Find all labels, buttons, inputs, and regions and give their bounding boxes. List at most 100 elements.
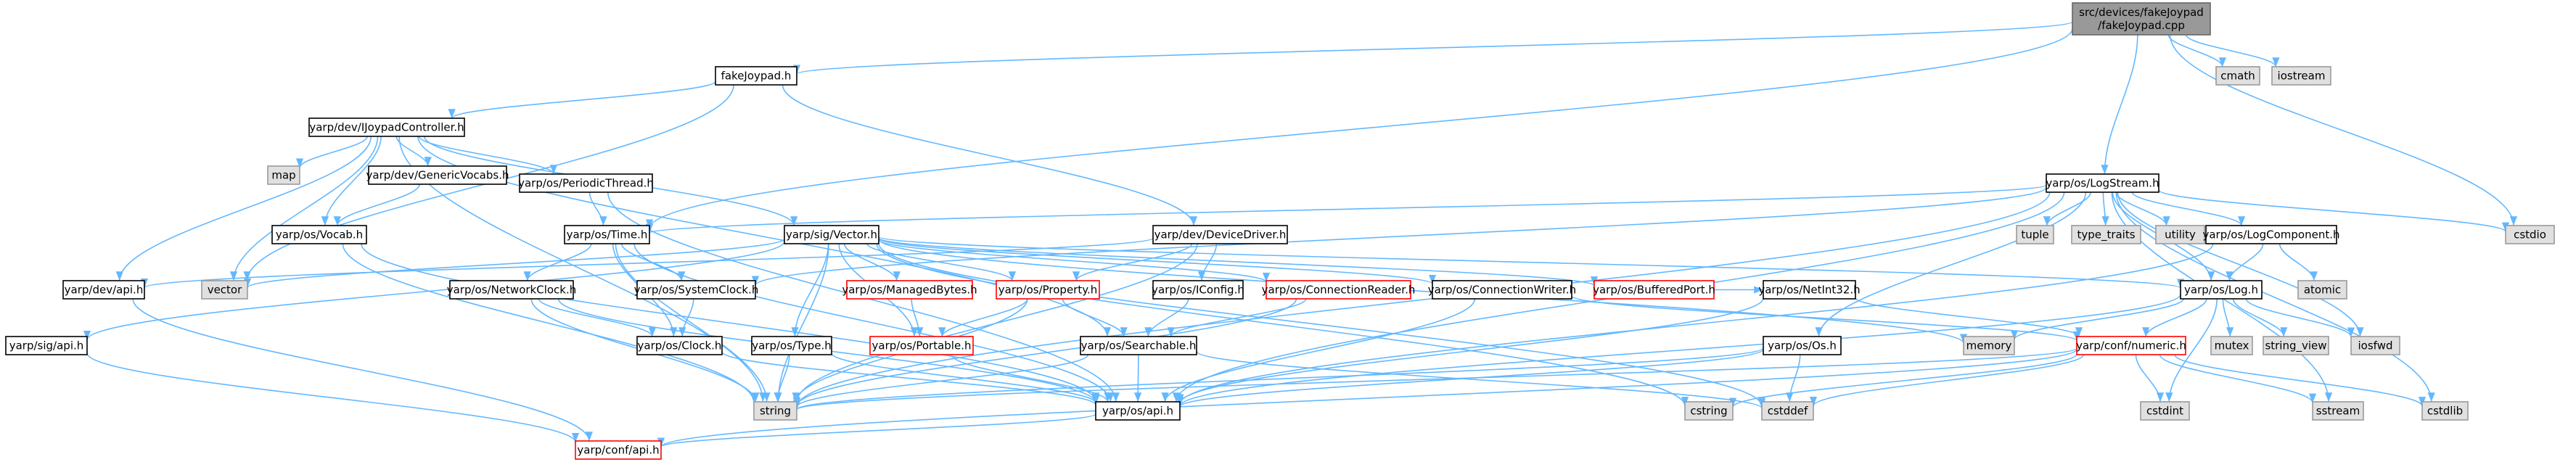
- node-box-cstdio: [2505, 225, 2555, 244]
- node-label-Type: yarp/os/Type.h: [752, 339, 832, 352]
- edge-sigVector-to-sigApi: [83, 241, 785, 340]
- node-box-vector: [201, 280, 248, 300]
- node-box-tuple: [2016, 225, 2054, 244]
- node-LogComponent[interactable]: yarp/os/LogComponent.h: [2202, 225, 2340, 244]
- node-osApi[interactable]: yarp/os/api.h: [1095, 401, 1181, 421]
- node-memory[interactable]: memory: [1963, 336, 2015, 355]
- node-DeviceDriver[interactable]: yarp/dev/DeviceDriver.h: [1152, 225, 1288, 244]
- node-label-Searchable: yarp/os/Searchable.h: [1081, 339, 1197, 352]
- edge-numeric-to-cstdlib: [2174, 354, 2426, 407]
- node-numeric[interactable]: yarp/conf/numeric.h: [2076, 336, 2186, 355]
- nodes-layer: src/devices/fakeJoypad/fakeJoypad.cpp fak…: [5, 2, 2555, 460]
- node-box-numeric: [2076, 336, 2186, 355]
- node-label-type_traits: type_traits: [2077, 228, 2135, 242]
- node-box-Clock: [636, 336, 723, 355]
- edge-NetworkClock-to-Clock: [538, 298, 656, 337]
- node-Log[interactable]: yarp/os/Log.h: [2180, 280, 2263, 300]
- node-GenericVocabs[interactable]: yarp/dev/GenericVocabs.h: [366, 165, 509, 185]
- node-tuple[interactable]: tuple: [2016, 225, 2054, 244]
- node-utility[interactable]: utility: [2155, 225, 2205, 244]
- node-label-IJoypadController: yarp/dev/IJoypadController.h: [309, 121, 464, 134]
- edge-fakeJoypad_h-to-DeviceDriver: [782, 84, 1198, 226]
- node-cstdio[interactable]: cstdio: [2505, 225, 2555, 244]
- node-cstring[interactable]: cstring: [1684, 401, 1734, 421]
- node-Searchable[interactable]: yarp/os/Searchable.h: [1080, 336, 1197, 355]
- node-Time[interactable]: yarp/os/Time.h: [564, 225, 650, 244]
- node-ManagedBytes[interactable]: yarp/os/ManagedBytes.h: [842, 280, 977, 300]
- node-box-atomic: [2297, 280, 2347, 300]
- node-BufferedPort[interactable]: yarp/os/BufferedPort.h: [1593, 280, 1715, 300]
- node-LogStream[interactable]: yarp/os/LogStream.h: [2046, 173, 2159, 193]
- node-NetInt32[interactable]: yarp/os/NetInt32.h: [1758, 280, 1861, 300]
- edge-LogStream-to-LogComponent: [2131, 191, 2246, 226]
- node-IJoypadController[interactable]: yarp/dev/IJoypadController.h: [308, 117, 465, 137]
- node-fakeJoypad_h[interactable]: fakeJoypad.h: [715, 66, 797, 86]
- edge-Portable-to-osApi: [951, 354, 1112, 403]
- node-Clock[interactable]: yarp/os/Clock.h: [636, 336, 723, 355]
- node-label-devApi: yarp/dev/api.h: [65, 284, 144, 297]
- node-box-cmath: [2215, 66, 2260, 86]
- node-box-osApi: [1095, 401, 1181, 421]
- node-iostream[interactable]: iostream: [2271, 66, 2331, 86]
- node-mutex[interactable]: mutex: [2210, 336, 2253, 355]
- node-label-osApi: yarp/os/api.h: [1102, 405, 1173, 418]
- node-map[interactable]: map: [267, 165, 300, 185]
- edge-sigVector-to-cstddef: [878, 243, 1765, 407]
- node-label-iosfwd: iosfwd: [2358, 339, 2393, 352]
- node-Property[interactable]: yarp/os/Property.h: [996, 280, 1100, 300]
- node-iosfwd[interactable]: iosfwd: [2350, 336, 2400, 355]
- node-box-cstring: [1684, 401, 1734, 421]
- node-IConfig[interactable]: yarp/os/IConfig.h: [1152, 280, 1244, 300]
- node-box-IConfig: [1152, 280, 1244, 300]
- edge-IJoypadController-to-GenericVocabs: [395, 136, 432, 167]
- node-atomic[interactable]: atomic: [2297, 280, 2347, 300]
- edge-sigVector-to-ConnectionWriter: [878, 238, 1436, 285]
- edge-Time-to-NetworkClock: [523, 243, 592, 281]
- edge-PeriodicThread-to-Time: [588, 191, 607, 226]
- edge-sigVector-to-string: [774, 243, 829, 403]
- edge-Time-to-osApi: [633, 243, 1115, 403]
- edge-LogStream-to-iosfwd: [2117, 191, 2364, 337]
- node-Portable[interactable]: yarp/os/Portable.h: [869, 336, 974, 355]
- node-type_traits[interactable]: type_traits: [2071, 225, 2141, 244]
- node-cstddef[interactable]: cstddef: [1761, 401, 1814, 421]
- node-Os[interactable]: yarp/os/Os.h: [1763, 336, 1842, 355]
- node-box-Os: [1763, 336, 1842, 355]
- node-label-Clock: yarp/os/Clock.h: [638, 339, 722, 352]
- node-sigApi[interactable]: yarp/sig/api.h: [5, 336, 88, 355]
- edge-LogComponent-to-osApi: [1176, 243, 2214, 405]
- node-label-LogStream: yarp/os/LogStream.h: [2046, 177, 2159, 190]
- node-Type[interactable]: yarp/os/Type.h: [751, 336, 832, 355]
- node-cstdint[interactable]: cstdint: [2140, 401, 2190, 421]
- edge-root-to-Time: [646, 28, 2073, 229]
- node-ConnectionWriter[interactable]: yarp/os/ConnectionWriter.h: [1428, 280, 1576, 300]
- node-cstdlib[interactable]: cstdlib: [2421, 401, 2469, 421]
- node-PeriodicThread[interactable]: yarp/os/PeriodicThread.h: [518, 173, 654, 193]
- edge-sigApi-to-confApi: [86, 352, 579, 442]
- node-devApi[interactable]: yarp/dev/api.h: [62, 280, 145, 300]
- node-label-NetInt32: yarp/os/NetInt32.h: [1758, 284, 1860, 297]
- edge-Clock-to-osApi: [721, 351, 1099, 405]
- node-box-Searchable: [1080, 336, 1197, 355]
- node-label-fakeJoypad_h: fakeJoypad.h: [721, 70, 792, 83]
- node-label-root-line-1: src/devices/fakeJoypad: [2079, 6, 2204, 19]
- node-NetworkClock[interactable]: yarp/os/NetworkClock.h: [447, 280, 577, 300]
- node-label-DeviceDriver: yarp/dev/DeviceDriver.h: [1154, 228, 1287, 242]
- node-ConnectionReader[interactable]: yarp/os/ConnectionReader.h: [1262, 280, 1416, 300]
- node-cmath[interactable]: cmath: [2215, 66, 2260, 86]
- node-SystemClock[interactable]: yarp/os/SystemClock.h: [634, 280, 759, 300]
- node-box-string: [753, 401, 797, 421]
- node-box-fakeJoypad_h: [715, 66, 797, 86]
- node-label-memory: memory: [1966, 339, 2012, 352]
- node-vector[interactable]: vector: [201, 280, 248, 300]
- node-string_view[interactable]: string_view: [2263, 336, 2329, 355]
- node-Vocab[interactable]: yarp/os/Vocab.h: [271, 225, 367, 244]
- node-root[interactable]: src/devices/fakeJoypad/fakeJoypad.cpp: [2072, 2, 2211, 36]
- node-string[interactable]: string: [753, 401, 797, 421]
- node-sigVector[interactable]: yarp/sig/Vector.h: [784, 225, 879, 244]
- node-sstream[interactable]: sstream: [2312, 401, 2364, 421]
- edge-IJoypadController-to-PeriodicThread: [418, 136, 557, 175]
- node-confApi[interactable]: yarp/conf/api.h: [575, 440, 662, 460]
- edge-sigVector-to-memory: [878, 239, 1967, 344]
- node-box-LogStream: [2046, 173, 2159, 193]
